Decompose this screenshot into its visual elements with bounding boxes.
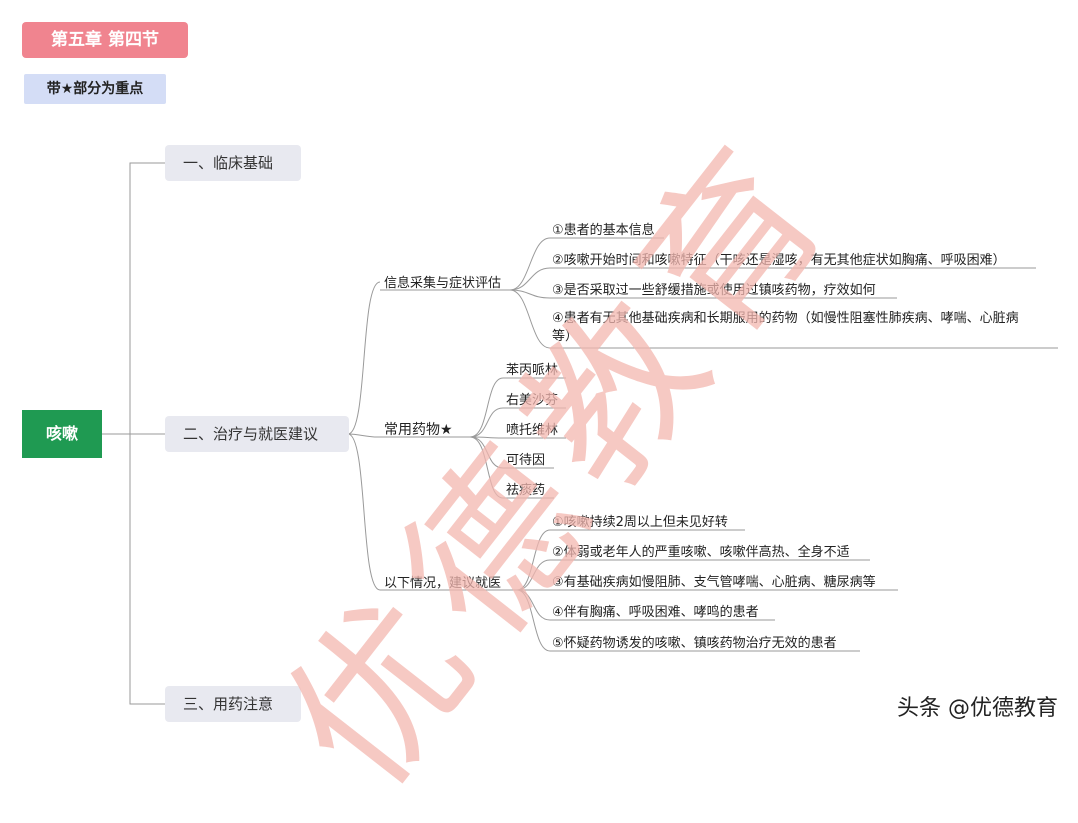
root-node[interactable]: 咳嗽 [22, 410, 102, 458]
footer-credit: 头条 @优德教育 [897, 696, 1058, 721]
info-item[interactable]: ①患者的基本信息 [552, 223, 655, 238]
info-item-continuation: 等） [552, 329, 579, 344]
connector-lines [102, 162, 1058, 705]
see-doctor-node[interactable]: 以下情况，建议就医 [384, 576, 502, 591]
doctor-item[interactable]: ②体弱或老年人的严重咳嗽、咳嗽伴高热、全身不适 [552, 545, 850, 560]
info-collection-node[interactable]: 信息采集与症状评估 [384, 276, 502, 291]
drug-item[interactable]: 可待因 [506, 453, 546, 468]
drug-item[interactable]: 右美沙芬 [506, 393, 559, 408]
drug-item[interactable]: 苯丙哌林 [506, 363, 559, 378]
branch-treatment-advice[interactable]: 二、治疗与就医建议 [165, 416, 349, 452]
common-drugs-node[interactable]: 常用药物★ [384, 422, 453, 438]
chapter-badge: 第五章 第四节 [22, 22, 188, 58]
branch-clinical-basis[interactable]: 一、临床基础 [165, 145, 301, 181]
branch-medication-notes[interactable]: 三、用药注意 [165, 686, 301, 722]
drug-item[interactable]: 祛痰药 [506, 483, 546, 498]
doctor-item[interactable]: ⑤怀疑药物诱发的咳嗽、镇咳药物治疗无效的患者 [552, 636, 837, 651]
key-point-note: 带★部分为重点 [24, 74, 166, 104]
info-item[interactable]: ③是否采取过一些舒缓措施或使用过镇咳药物，疗效如何 [552, 283, 876, 298]
doctor-item[interactable]: ③有基础疾病如慢阻肺、支气管哮喘、心脏病、糖尿病等 [552, 575, 876, 590]
info-item[interactable]: ④患者有无其他基础疾病和长期服用的药物（如慢性阻塞性肺疾病、哮喘、心脏病 [552, 311, 1019, 326]
drug-item[interactable]: 喷托维林 [506, 423, 559, 438]
doctor-item[interactable]: ①咳嗽持续2周以上但未见好转 [552, 515, 728, 530]
doctor-item[interactable]: ④伴有胸痛、呼吸困难、哮鸣的患者 [552, 605, 759, 620]
info-item[interactable]: ②咳嗽开始时间和咳嗽特征（干咳还是湿咳，有无其他症状如胸痛、呼吸困难） [552, 253, 1006, 268]
